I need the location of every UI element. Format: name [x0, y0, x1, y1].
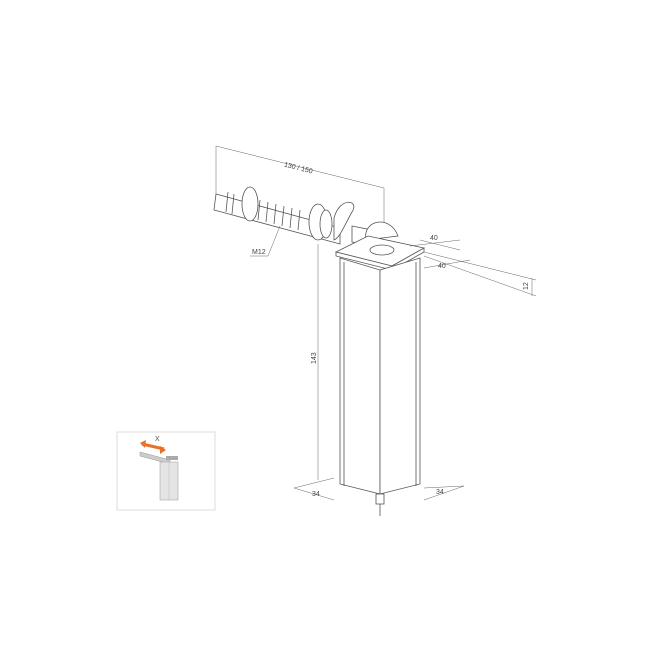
dimension-plate: 40 40 12: [409, 235, 537, 297]
plate-depth-label: 40: [438, 263, 446, 270]
dimension-base: 34 34: [293, 477, 465, 501]
threaded-rod: [213, 186, 399, 247]
height-label: 143: [311, 352, 318, 364]
base-right-label: 34: [436, 489, 444, 496]
length-label: 130 / 150: [283, 162, 313, 176]
plate-width-label: 40: [430, 235, 438, 242]
square-post: [339, 257, 421, 516]
direction-label: X: [155, 436, 160, 443]
thread-leader: [267, 225, 281, 257]
base-left-label: 34: [312, 491, 320, 498]
dimension-height: 143: [311, 244, 319, 480]
plate-thickness-label: 12: [523, 282, 530, 290]
inset-preview[interactable]: X: [116, 431, 216, 511]
thread-label: M12: [252, 249, 266, 256]
